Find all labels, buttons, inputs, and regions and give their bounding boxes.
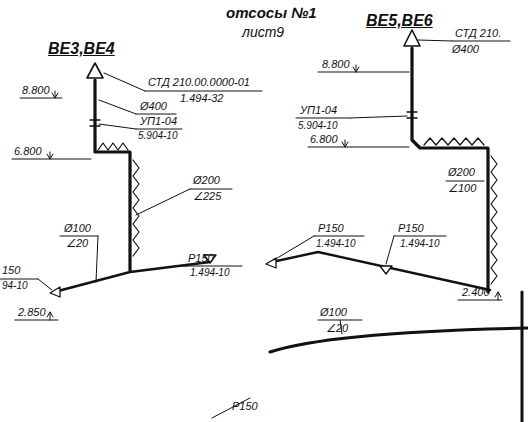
dimension-label: 5.904-10 [138,130,177,142]
duct-system-right [266,30,528,422]
leader-line [274,236,364,260]
dimension-label: Р150 [188,252,214,265]
dimension-label: ∠225 [193,190,221,203]
dimension-label: Ø200 [193,174,220,187]
dimension-label: Р150 [318,222,344,235]
dimension-label: 1.494-10 [190,267,229,279]
dimension-label: УП1-04 [140,115,177,128]
dimension-label: Ø100 [320,306,347,319]
leader-line [386,236,446,264]
dimension-label: Ø400 [140,100,167,113]
dimension-label: 94-10 [2,280,28,292]
leader-line [176,266,242,267]
leader-line [99,100,182,129]
dimension-label: 6.800 [14,145,42,158]
sheet-title: отсосы №1 [226,4,317,21]
dimension-label: Ø200 [448,166,475,179]
dimension-label: ∠100 [448,182,476,195]
duct [272,252,490,290]
dimension-label: УП1-04 [300,104,337,117]
dimension-label: Ø400 [452,43,479,56]
system-name: ВЕ5,ВЕ6 [366,12,433,30]
dimension-label: 1.494-10 [400,238,439,250]
leader-line [136,189,232,215]
exhaust-cap [87,63,103,78]
dimension-label: 8.800 [22,84,50,97]
dimension-label: 2.400 [462,286,490,299]
dimension-label: ∠20 [66,237,88,250]
dimension-label: СТД 210.00.0000-01 [148,76,250,89]
dimension-label: 6.800 [310,133,338,146]
leader-line [418,40,510,41]
valve-mark [90,120,100,126]
dimension-label: СТД 210. [455,27,501,40]
leader-line [60,236,98,282]
dimension-label: 150 [2,264,20,277]
dimension-label: Р150 [232,400,258,413]
leader-line [104,73,262,91]
dimension-label: 5.904-10 [298,120,337,132]
leader-line [296,116,407,118]
frame-line [521,292,524,422]
insulation-zigzag [424,138,484,145]
dimension-label: 2.850 [18,306,46,319]
grille [380,266,392,274]
dimension-label: 1.494-32 [180,92,223,105]
dimension-label: Ø100 [64,222,91,235]
dimension-label: 1.494-10 [316,238,355,250]
duct [270,328,528,352]
leader-line [318,320,362,334]
duct [95,80,130,270]
insulation-zigzag [133,160,139,256]
duct [412,48,488,292]
insulation-zigzag [491,156,497,284]
leader-line [446,181,484,182]
system-name: ВЕ3,ВЕ4 [48,40,115,58]
dimension-label: ∠20 [326,322,348,335]
exhaust-cap [404,30,420,46]
valve-mark [407,112,417,118]
grille [50,287,60,297]
dimension-label: Р150 [398,222,424,235]
dimension-label: лист9 [242,24,284,40]
dimension-label: 8.800 [322,58,350,71]
duct-system-left [0,63,262,418]
insulation-zigzag [98,143,128,150]
